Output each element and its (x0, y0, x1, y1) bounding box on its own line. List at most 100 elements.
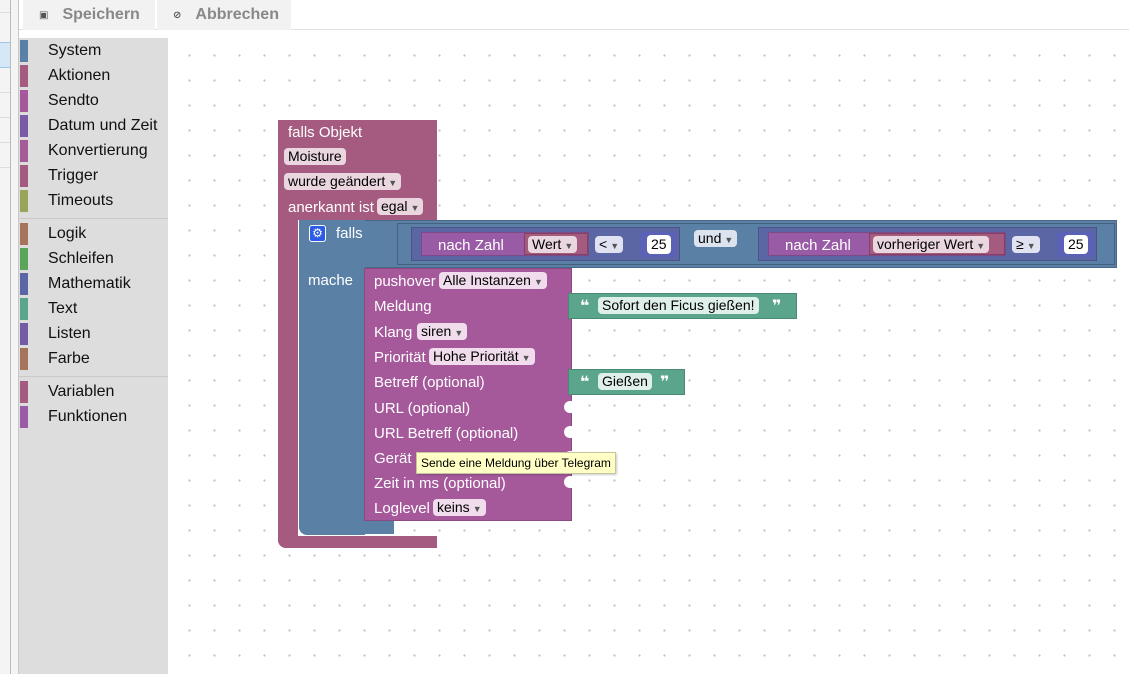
operator-value: < (599, 236, 608, 252)
message-text-field[interactable]: Sofort den Ficus gießen! (598, 297, 759, 314)
message-label: Meldung (374, 298, 432, 315)
category-color-bar (20, 323, 28, 345)
category-label: Datum und Zeit (48, 117, 158, 134)
category-color-bar (20, 348, 28, 370)
category-color-bar (20, 223, 28, 245)
number-field[interactable]: 25 (1064, 235, 1088, 254)
variable-name: vorheriger Wert (877, 236, 974, 252)
floppy-icon: ▣ (39, 9, 49, 21)
time-label: Zeit in ms (optional) (374, 475, 506, 492)
sound-label: Klang (374, 324, 413, 341)
panel-line (0, 167, 10, 168)
toolbox-category-variablen[interactable]: Variablen (19, 380, 168, 404)
category-label: Trigger (48, 167, 99, 184)
device-label: Gerät (374, 450, 412, 467)
quote-open-icon: ❝ (580, 374, 590, 391)
empty-input-socket (564, 476, 573, 488)
toolbox-separator (19, 218, 168, 219)
chevron-down-icon: ▼ (1026, 241, 1036, 251)
save-button[interactable]: ▣ Speichern (23, 0, 155, 30)
chevron-down-icon: ▼ (454, 328, 464, 338)
trigger-block-spine (278, 120, 298, 548)
to-number-label: nach Zahl (438, 237, 504, 254)
priority-value: Hohe Priorität (433, 348, 519, 364)
instance-dropdown[interactable]: Alle Instanzen▼ (439, 272, 547, 289)
toolbar: ▣ Speichern ⊘ Abbrechen (19, 0, 1129, 30)
category-color-bar (20, 65, 28, 87)
gear-icon[interactable]: ⚙ (309, 225, 326, 242)
cancel-circle-icon: ⊘ (173, 9, 182, 21)
toolbox-category-listen[interactable]: Listen (19, 322, 168, 346)
subject-label: Betreff (optional) (374, 374, 485, 391)
sound-value: siren (421, 323, 452, 339)
toolbox-category-timeouts[interactable]: Timeouts (19, 189, 168, 213)
instance-value: Alle Instanzen (443, 272, 531, 288)
category-color-bar (20, 90, 28, 112)
if-block-footer (299, 520, 394, 534)
toolbox-category-farbe[interactable]: Farbe (19, 347, 168, 371)
tooltip: Sende eine Meldung über Telegram (416, 452, 616, 474)
chevron-down-icon: ▼ (521, 353, 531, 363)
loglevel-dropdown[interactable]: keins▼ (433, 499, 486, 516)
mache-label: mache (308, 272, 354, 289)
toolbox-category-aktionen[interactable]: Aktionen (19, 64, 168, 88)
category-label: Sendto (48, 92, 99, 109)
left-panel-edge (0, 0, 19, 674)
pushover-block[interactable] (364, 268, 572, 521)
ack-dropdown[interactable]: egal▼ (377, 198, 424, 215)
quote-close-icon: ❞ (660, 374, 670, 391)
selected-script-row[interactable] (0, 42, 10, 68)
category-label: Aktionen (48, 67, 111, 84)
change-type-value: wurde geändert (288, 173, 386, 189)
toolbox-separator (19, 376, 168, 377)
category-color-bar (20, 273, 28, 295)
category-color-bar (20, 248, 28, 270)
operator-value: ≥ (1016, 236, 1024, 252)
quote-close-icon: ❞ (772, 298, 782, 315)
cancel-label: Abbrechen (195, 6, 279, 23)
toolbox-category-logik[interactable]: Logik (19, 222, 168, 246)
toolbox-category-konvertierung[interactable]: Konvertierung (19, 139, 168, 163)
toolbox-category-system[interactable]: System (19, 39, 168, 63)
toolbox-category-mathematik[interactable]: Mathematik (19, 272, 168, 296)
change-type-dropdown[interactable]: wurde geändert▼ (284, 173, 402, 190)
save-label: Speichern (62, 6, 140, 23)
category-color-bar (20, 140, 28, 162)
sound-dropdown[interactable]: siren▼ (417, 323, 468, 340)
chevron-down-icon: ▼ (388, 178, 398, 188)
panel-line (0, 142, 10, 143)
toolbox-category-funktionen[interactable]: Funktionen (19, 405, 168, 429)
to-number-label: nach Zahl (785, 237, 851, 254)
chevron-down-icon: ▼ (410, 203, 420, 213)
category-color-bar (20, 165, 28, 187)
panel-divider (10, 0, 11, 674)
category-label: Schleifen (48, 250, 114, 267)
variable-dropdown[interactable]: Wert▼ (528, 236, 578, 253)
category-color-bar (20, 406, 28, 428)
toolbox-category-datum-und-zeit[interactable]: Datum und Zeit (19, 114, 168, 138)
operator-dropdown-right[interactable]: ≥▼ (1012, 236, 1040, 253)
category-label: Konvertierung (48, 142, 148, 159)
cancel-button[interactable]: ⊘ Abbrechen (157, 0, 291, 30)
empty-input-socket (564, 426, 573, 438)
logic-operator-dropdown[interactable]: und▼ (694, 230, 738, 247)
quote-open-icon: ❝ (580, 298, 590, 315)
toolbox-category-schleifen[interactable]: Schleifen (19, 247, 168, 271)
number-field[interactable]: 25 (647, 235, 671, 254)
category-color-bar (20, 115, 28, 137)
toolbox-category-text[interactable]: Text (19, 297, 168, 321)
empty-input-socket (564, 401, 573, 413)
category-label: Funktionen (48, 408, 128, 425)
subject-text-field[interactable]: Gießen (598, 373, 652, 390)
chevron-down-icon: ▼ (533, 277, 543, 287)
toolbox-category-sendto[interactable]: Sendto (19, 89, 168, 113)
object-id-field[interactable]: Moisture (284, 148, 346, 165)
operator-dropdown-left[interactable]: <▼ (595, 236, 624, 253)
priority-dropdown[interactable]: Hohe Priorität▼ (429, 348, 535, 365)
ack-value: egal (381, 198, 408, 214)
panel-line (0, 12, 10, 13)
variable-dropdown[interactable]: vorheriger Wert▼ (873, 236, 990, 253)
category-label: Text (48, 300, 78, 317)
category-label: Farbe (48, 350, 90, 367)
toolbox-category-trigger[interactable]: Trigger (19, 164, 168, 188)
